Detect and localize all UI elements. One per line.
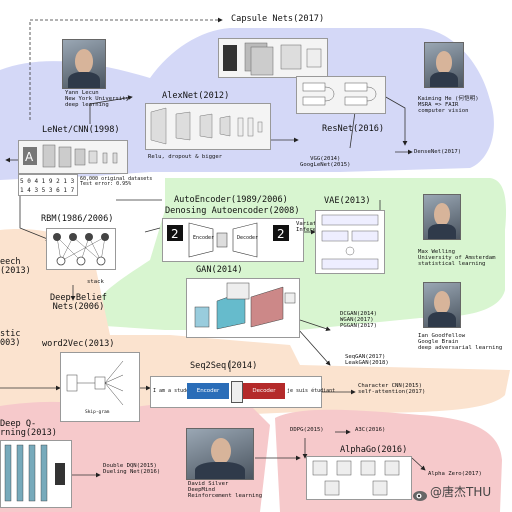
alphago-diagram bbox=[306, 456, 412, 500]
ian-goodfellow-caption: Ian Goodfellow Google Brain deep adversa… bbox=[418, 333, 503, 351]
svg-text:2: 2 bbox=[171, 227, 179, 241]
vgg-googlenet-label: VGG(2014) GoogLeNet(2015) bbox=[300, 156, 351, 168]
decoder-block: Decoder bbox=[243, 383, 285, 399]
seq2seq-diagram: I am a student Encoder Decoder je suis é… bbox=[150, 376, 335, 408]
dqn-diagram bbox=[0, 440, 72, 508]
david-silver-caption: David Silver DeepMind Reinforcement lear… bbox=[188, 481, 263, 499]
alexnet-label: AlexNet(2012) bbox=[162, 91, 230, 101]
yann-lecun-caption: Yann Lecun New York University deep lear… bbox=[65, 90, 129, 108]
author-watermark: @唐杰THU bbox=[430, 485, 492, 499]
svg-text:2: 2 bbox=[277, 227, 285, 241]
max-welling-photo bbox=[423, 194, 461, 240]
seq2seq-output-sentence: je suis étudiant bbox=[287, 388, 336, 394]
kaiming-he-photo bbox=[424, 42, 464, 88]
stack-label: stack bbox=[87, 279, 104, 285]
lenet-diagram: A bbox=[18, 140, 128, 174]
deep-q-learning-label-partial: Deep Q- rning(2013) bbox=[0, 419, 57, 439]
weibo-icon bbox=[412, 487, 428, 501]
kaiming-he-caption: Kaiming He (何恺明) MSRA => FAIR computer v… bbox=[418, 96, 479, 114]
variational-inference-label: Variational Inference bbox=[296, 221, 333, 233]
capsule-net-diagram bbox=[218, 38, 328, 78]
ian-goodfellow-photo bbox=[423, 282, 461, 328]
denoising-autoencoder-label: Denosing Autoencoder(2008) bbox=[165, 206, 300, 216]
stochastic-label-partial: stic 003) bbox=[0, 329, 21, 348]
resnet-diagram bbox=[296, 76, 386, 114]
alpha-zero-label: Alpha Zero(2017) bbox=[428, 471, 482, 477]
alexnet-diagram bbox=[145, 103, 271, 150]
ae-decoder-text: Decoder bbox=[237, 235, 259, 241]
seq2seq-label: Seq2Seq(2014) bbox=[190, 361, 258, 371]
rbm-label: RBM(1986/2006) bbox=[41, 214, 114, 224]
dcgan-wgan-pggan-label: DCGAN(2014) WGAN(2017) PGGAN(2017) bbox=[340, 311, 378, 329]
gan-label: GAN(2014) bbox=[196, 265, 243, 275]
speech-label-partial: eech (2013) bbox=[0, 257, 31, 276]
ae-encoder-text: Encoder bbox=[193, 235, 215, 241]
context-vector bbox=[231, 381, 243, 403]
yann-lecun-photo bbox=[62, 39, 106, 89]
vae-diagram bbox=[315, 210, 385, 274]
david-silver-photo bbox=[186, 428, 254, 480]
seq2seq-input-sentence: I am a student bbox=[153, 388, 196, 394]
densenet-label: DenseNet(2017) bbox=[414, 149, 462, 155]
autoencoder-diagram: 2 2 Encoder Decoder bbox=[162, 218, 304, 262]
lenet-dataset-note: 60,000 original datasets Test error: 0.9… bbox=[80, 176, 153, 188]
resnet-label: ResNet(2016) bbox=[322, 124, 385, 134]
lenet-label: LeNet/CNN(1998) bbox=[42, 125, 120, 135]
deep-belief-nets-label: Deep Belief Nets(2006) bbox=[50, 293, 107, 313]
skipgram-caption: Skip-gram bbox=[85, 410, 110, 415]
max-welling-caption: Max Welling University of Amsterdam stat… bbox=[418, 249, 496, 267]
alphago-label: AlphaGo(2016) bbox=[340, 445, 408, 455]
word2vec-skipgram-diagram: Skip-gram bbox=[60, 352, 140, 422]
capsule-nets-label: Capsule Nets(2017) bbox=[231, 14, 325, 24]
svg-text:A: A bbox=[25, 150, 34, 164]
mnist-digits-sample: 5 0 4 1 9 2 1 3 1 4 3 5 3 6 1 7 bbox=[18, 174, 78, 196]
double-dqn-dueling-label: Double DQN(2015) Dueling Net(2016) bbox=[103, 463, 161, 475]
vae-label: VAE(2013) bbox=[324, 196, 371, 206]
svg-text:1 4 3 5 3 6 1 7: 1 4 3 5 3 6 1 7 bbox=[20, 187, 75, 194]
encoder-block: Encoder bbox=[187, 383, 229, 399]
ddpg-label: DDPG(2015) bbox=[290, 427, 324, 433]
a3c-label: A3C(2016) bbox=[355, 427, 386, 433]
charcnn-self-attention-label: Character CNN(2015) self-attention(2017) bbox=[358, 383, 426, 395]
alexnet-improvements-caption: Relu, dropout & bigger bbox=[148, 154, 223, 160]
seqgan-leakgan-label: SeqGAN(2017) LeakGAN(2018) bbox=[345, 354, 389, 366]
autoencoder-label: AutoEncoder(1989/2006) bbox=[174, 195, 288, 205]
svg-text:5 0 4 1 9 2 1 3: 5 0 4 1 9 2 1 3 bbox=[20, 178, 75, 185]
word2vec-label: word2Vec(2013) bbox=[42, 339, 115, 349]
gan-diagram bbox=[186, 278, 300, 338]
rbm-diagram bbox=[46, 228, 116, 270]
